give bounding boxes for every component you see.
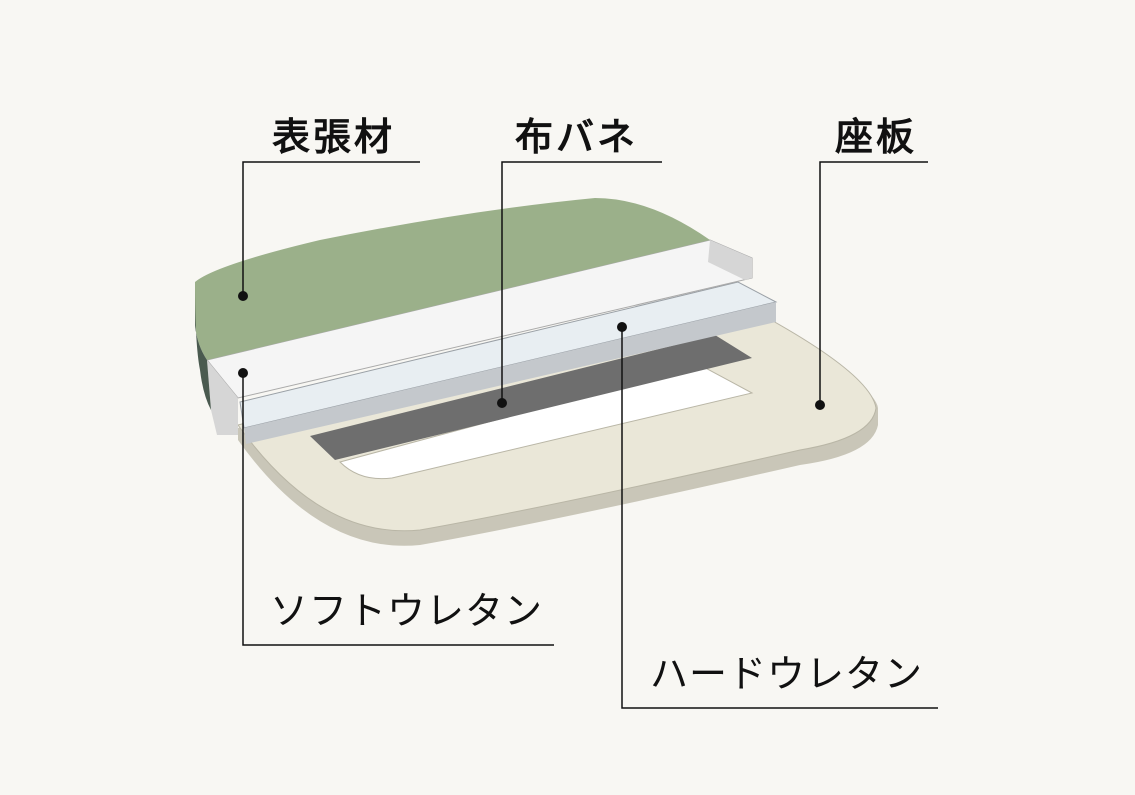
label-cover: 表張材 [272, 115, 396, 159]
label-hard-urethane: ハードウレタン [650, 652, 924, 696]
dot-seat-board [815, 400, 825, 410]
label-seat-board: 座板 [835, 115, 918, 159]
soft-urethane-layer [206, 239, 753, 435]
leader-cover [242, 161, 420, 296]
dot-fabric-spring [497, 398, 507, 408]
leader-fabric-spring [501, 161, 662, 403]
fabric-spring-layer [310, 335, 752, 460]
leader-lines [242, 161, 938, 709]
dot-cover [238, 291, 248, 301]
marker-dots [238, 291, 825, 410]
cover-layer [195, 198, 710, 410]
leader-seat-board [819, 161, 928, 405]
label-soft-urethane: ソフトウレタン [270, 589, 544, 633]
leader-soft-urethane [242, 373, 554, 646]
label-fabric-spring: 布バネ [515, 115, 639, 159]
dot-hard-urethane [617, 322, 627, 332]
leader-hard-urethane [621, 327, 938, 709]
dot-soft-urethane [238, 368, 248, 378]
